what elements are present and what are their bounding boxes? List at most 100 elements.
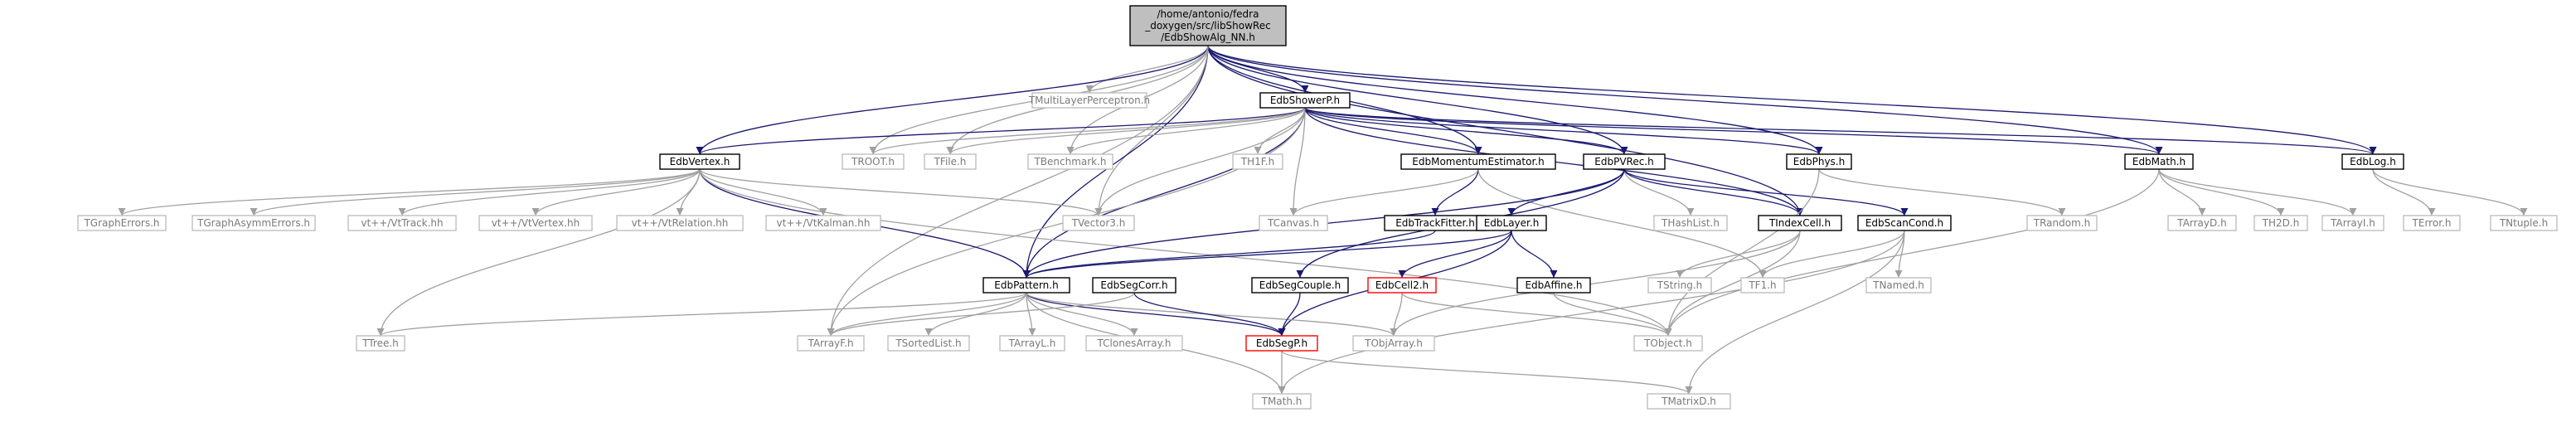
edge-edb-scan-cond-to-tf1	[1759, 230, 1905, 279]
node-label: TArrayL.h	[1008, 337, 1056, 349]
node-edb-affine[interactable]: EdbAffine.h	[1516, 277, 1591, 294]
edge-edb-momentum-estimator-to-tcanvas	[1289, 168, 1479, 216]
node-label: TFile.h	[934, 156, 967, 167]
edge-edb-vertex-to-tgraph-asymm-errors	[250, 168, 701, 216]
node-edb-pattern[interactable]: EdbPattern.h	[982, 277, 1070, 294]
edge-edb-pvrec-to-edb-layer	[1507, 168, 1625, 216]
node-tindex-cell[interactable]: TIndexCell.h	[1758, 215, 1842, 231]
node-label: TMultiLayerPerceptron.h	[1028, 95, 1150, 106]
node-label: EdbSegP.h	[1256, 337, 1307, 349]
node-box	[1583, 153, 1666, 170]
node-th1-f: TH1F.h	[1232, 153, 1283, 170]
node-tnamed: TNamed.h	[1865, 277, 1932, 294]
node-vt-track: vt++/VtTrack.hh	[347, 215, 457, 231]
node-tobject: TObject.h	[1633, 335, 1703, 352]
node-label: TMatrixD.h	[1661, 395, 1716, 407]
node-edb-cell2[interactable]: EdbCell2.h	[1367, 277, 1437, 294]
node-edb-pvrec[interactable]: EdbPVRec.h	[1583, 153, 1666, 170]
edge-edb-shower-p-to-edb-pvrec	[1304, 107, 1628, 155]
edge-edb-shower-p-to-edb-pattern	[1022, 107, 1306, 279]
edge-edb-shower-p-to-tcanvas	[1289, 107, 1306, 216]
node-label: EdbSegCorr.h	[1100, 279, 1167, 291]
node-tarray-i: TArrayI.h	[2321, 215, 2384, 231]
node-edb-momentum-estimator[interactable]: EdbMomentumEstimator.h	[1400, 153, 1556, 170]
node-edb-shower-p[interactable]: EdbShowerP.h	[1259, 92, 1351, 109]
node-edb-seg-corr[interactable]: EdbSegCorr.h	[1092, 277, 1176, 294]
node-box	[2124, 153, 2194, 170]
edge-edb-seg-corr-to-tarray-f	[827, 292, 1135, 337]
node-root[interactable]: /home/antonio/fedra_doxygen/src/libShowR…	[1129, 5, 1287, 46]
edge-edb-seg-couple-to-edb-seg-p	[1278, 292, 1301, 337]
node-edb-phys[interactable]: EdbPhys.h	[1786, 153, 1852, 170]
node-edb-log[interactable]: EdbLog.h	[2341, 153, 2404, 170]
edge-edb-shower-p-to-tbenchmark	[1066, 107, 1306, 155]
node-box	[2490, 215, 2558, 231]
node-box	[77, 215, 167, 231]
node-box	[1092, 277, 1176, 294]
node-box	[478, 215, 593, 231]
node-vt-kalman: vt++/VtKalman.hh	[765, 215, 881, 231]
node-label: EdbScanCond.h	[1865, 217, 1943, 229]
node-box	[2403, 215, 2461, 231]
edge-edb-math-to-tarray-i	[2158, 168, 2357, 216]
edge-edb-pvrec-to-edb-scan-cond	[1623, 168, 1909, 216]
edge-edb-pvrec-to-thash-list	[1623, 168, 1695, 216]
edge-edb-vertex-to-tgraph-errors	[118, 168, 701, 216]
edge-tindex-cell-to-tobj-array	[1390, 230, 1801, 337]
node-tgraph-errors: TGraphErrors.h	[77, 215, 167, 231]
node-label: EdbCell2.h	[1375, 279, 1429, 291]
edge-root-to-edb-math	[1207, 45, 2163, 155]
edge-edb-phys-to-trandom	[1818, 168, 2066, 216]
node-box	[2253, 215, 2308, 231]
node-edb-vertex[interactable]: EdbVertex.h	[659, 153, 740, 170]
node-box	[765, 215, 881, 231]
node-vt-relation: vt++/VtRelation.hh	[616, 215, 744, 231]
node-label: TH1F.h	[1240, 156, 1274, 167]
node-edb-math[interactable]: EdbMath.h	[2124, 153, 2194, 170]
edge-root-to-edb-pvrec	[1207, 45, 1628, 155]
node-box	[1857, 215, 1952, 231]
node-box	[356, 335, 405, 352]
edges-layer	[118, 45, 2528, 395]
node-box	[1062, 215, 1135, 231]
node-box	[1027, 153, 1113, 170]
node-box	[982, 277, 1070, 294]
nodes-layer: /home/antonio/fedra_doxygen/src/libShowR…	[77, 5, 2558, 410]
edge-root-to-tindex-cell	[1207, 45, 1804, 216]
node-tarray-d: TArrayD.h	[2167, 215, 2237, 231]
node-edb-layer[interactable]: EdbLayer.h	[1476, 215, 1547, 231]
node-label: EdbVertex.h	[670, 156, 730, 167]
node-tmath: TMath.h	[1252, 393, 1312, 410]
node-label: EdbMomentumEstimator.h	[1412, 156, 1544, 167]
edge-edb-layer-to-edb-affine	[1511, 230, 1558, 279]
edge-edb-shower-p-to-tfile	[946, 107, 1306, 155]
edge-edb-vertex-to-tobject	[699, 168, 1672, 337]
edge-root-to-edb-vertex	[696, 45, 1209, 155]
node-label: EdbShowerP.h	[1270, 95, 1340, 106]
edge-edb-math-to-tobject	[1664, 168, 2160, 337]
node-edb-track-fitter[interactable]: EdbTrackFitter.h	[1384, 215, 1487, 231]
node-edb-scan-cond[interactable]: EdbScanCond.h	[1857, 215, 1952, 231]
node-label: TNamed.h	[1872, 279, 1924, 291]
edge-edb-layer-to-edb-cell2	[1398, 230, 1512, 279]
node-tclones-array: TClonesArray.h	[1085, 335, 1183, 352]
edge-edb-cell2-to-tobj-array	[1390, 292, 1403, 337]
node-box	[2167, 215, 2237, 231]
edge-root-to-tmulti-layer-perceptron	[1085, 45, 1209, 94]
edge-edb-scan-cond-to-tmath	[1278, 230, 1905, 395]
node-tvector3: TVector3.h	[1062, 215, 1135, 231]
node-label: TIndexCell.h	[1768, 217, 1831, 229]
node-edb-seg-couple[interactable]: EdbSegCouple.h	[1251, 277, 1349, 294]
node-terror: TError.h	[2403, 215, 2461, 231]
node-box	[347, 215, 457, 231]
node-box	[1400, 153, 1556, 170]
node-tsorted-list: TSortedList.h	[887, 335, 970, 352]
node-box	[1085, 335, 1183, 352]
node-box	[842, 153, 905, 170]
node-box	[1865, 277, 1932, 294]
edge-edb-math-to-tarray-d	[2158, 168, 2206, 216]
edge-edb-track-fitter-to-edb-pattern	[1022, 230, 1436, 279]
edge-edb-vertex-to-vt-vertex	[531, 168, 701, 216]
node-edb-seg-p[interactable]: EdbSegP.h	[1245, 335, 1318, 352]
node-tfile: TFile.h	[924, 153, 977, 170]
